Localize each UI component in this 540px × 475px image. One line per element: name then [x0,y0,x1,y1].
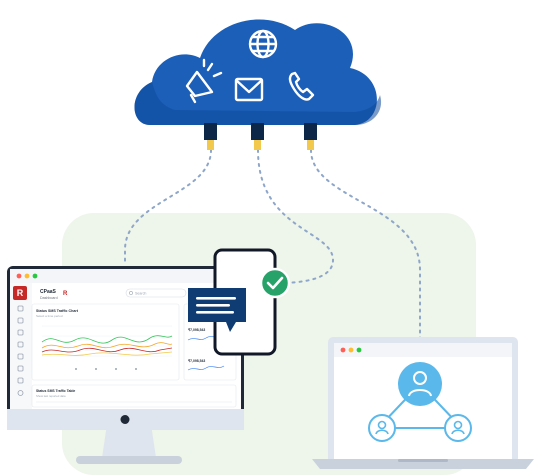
dashboard-header-letter: R [63,291,68,297]
dashboard-logo-letter: R [17,288,24,298]
dashboard-stat-2: ₹7,098,543 [188,359,205,363]
dashboard-stat-1: ₹7,098,543 [188,328,205,332]
check-icon [259,267,291,299]
dashboard-table-title: Status SMS Traffic Table [36,389,75,393]
globe-icon [248,29,278,59]
dashboard-chart-subtitle: Select a time period [36,314,63,318]
cloud [134,19,382,125]
dashboard-screen: R CPaaS Dashboard R Search Status SMS Tr… [10,269,241,409]
search-icon [129,291,133,295]
dashboard-search-input [125,288,187,298]
phone-icon [288,71,315,101]
mail-icon [234,77,264,102]
dashboard-brand-sub: Dashboard [40,296,58,300]
message-icon [188,288,246,332]
dashboard-search-placeholder: Search [135,292,146,296]
dashboard-table-subtitle: Show last reported data [36,394,66,398]
user-network [368,362,472,442]
connection-lines [124,149,421,341]
dashboard-chart-title: Status SMS Traffic Chart [36,309,79,313]
user-icon [368,414,396,442]
dashboard-logo [13,286,27,300]
user-icon [398,362,442,406]
dashboard-brand: CPaaS [40,289,57,295]
megaphone-icon [185,58,223,104]
cloud-plugs [204,123,317,150]
user-icon [444,414,472,442]
